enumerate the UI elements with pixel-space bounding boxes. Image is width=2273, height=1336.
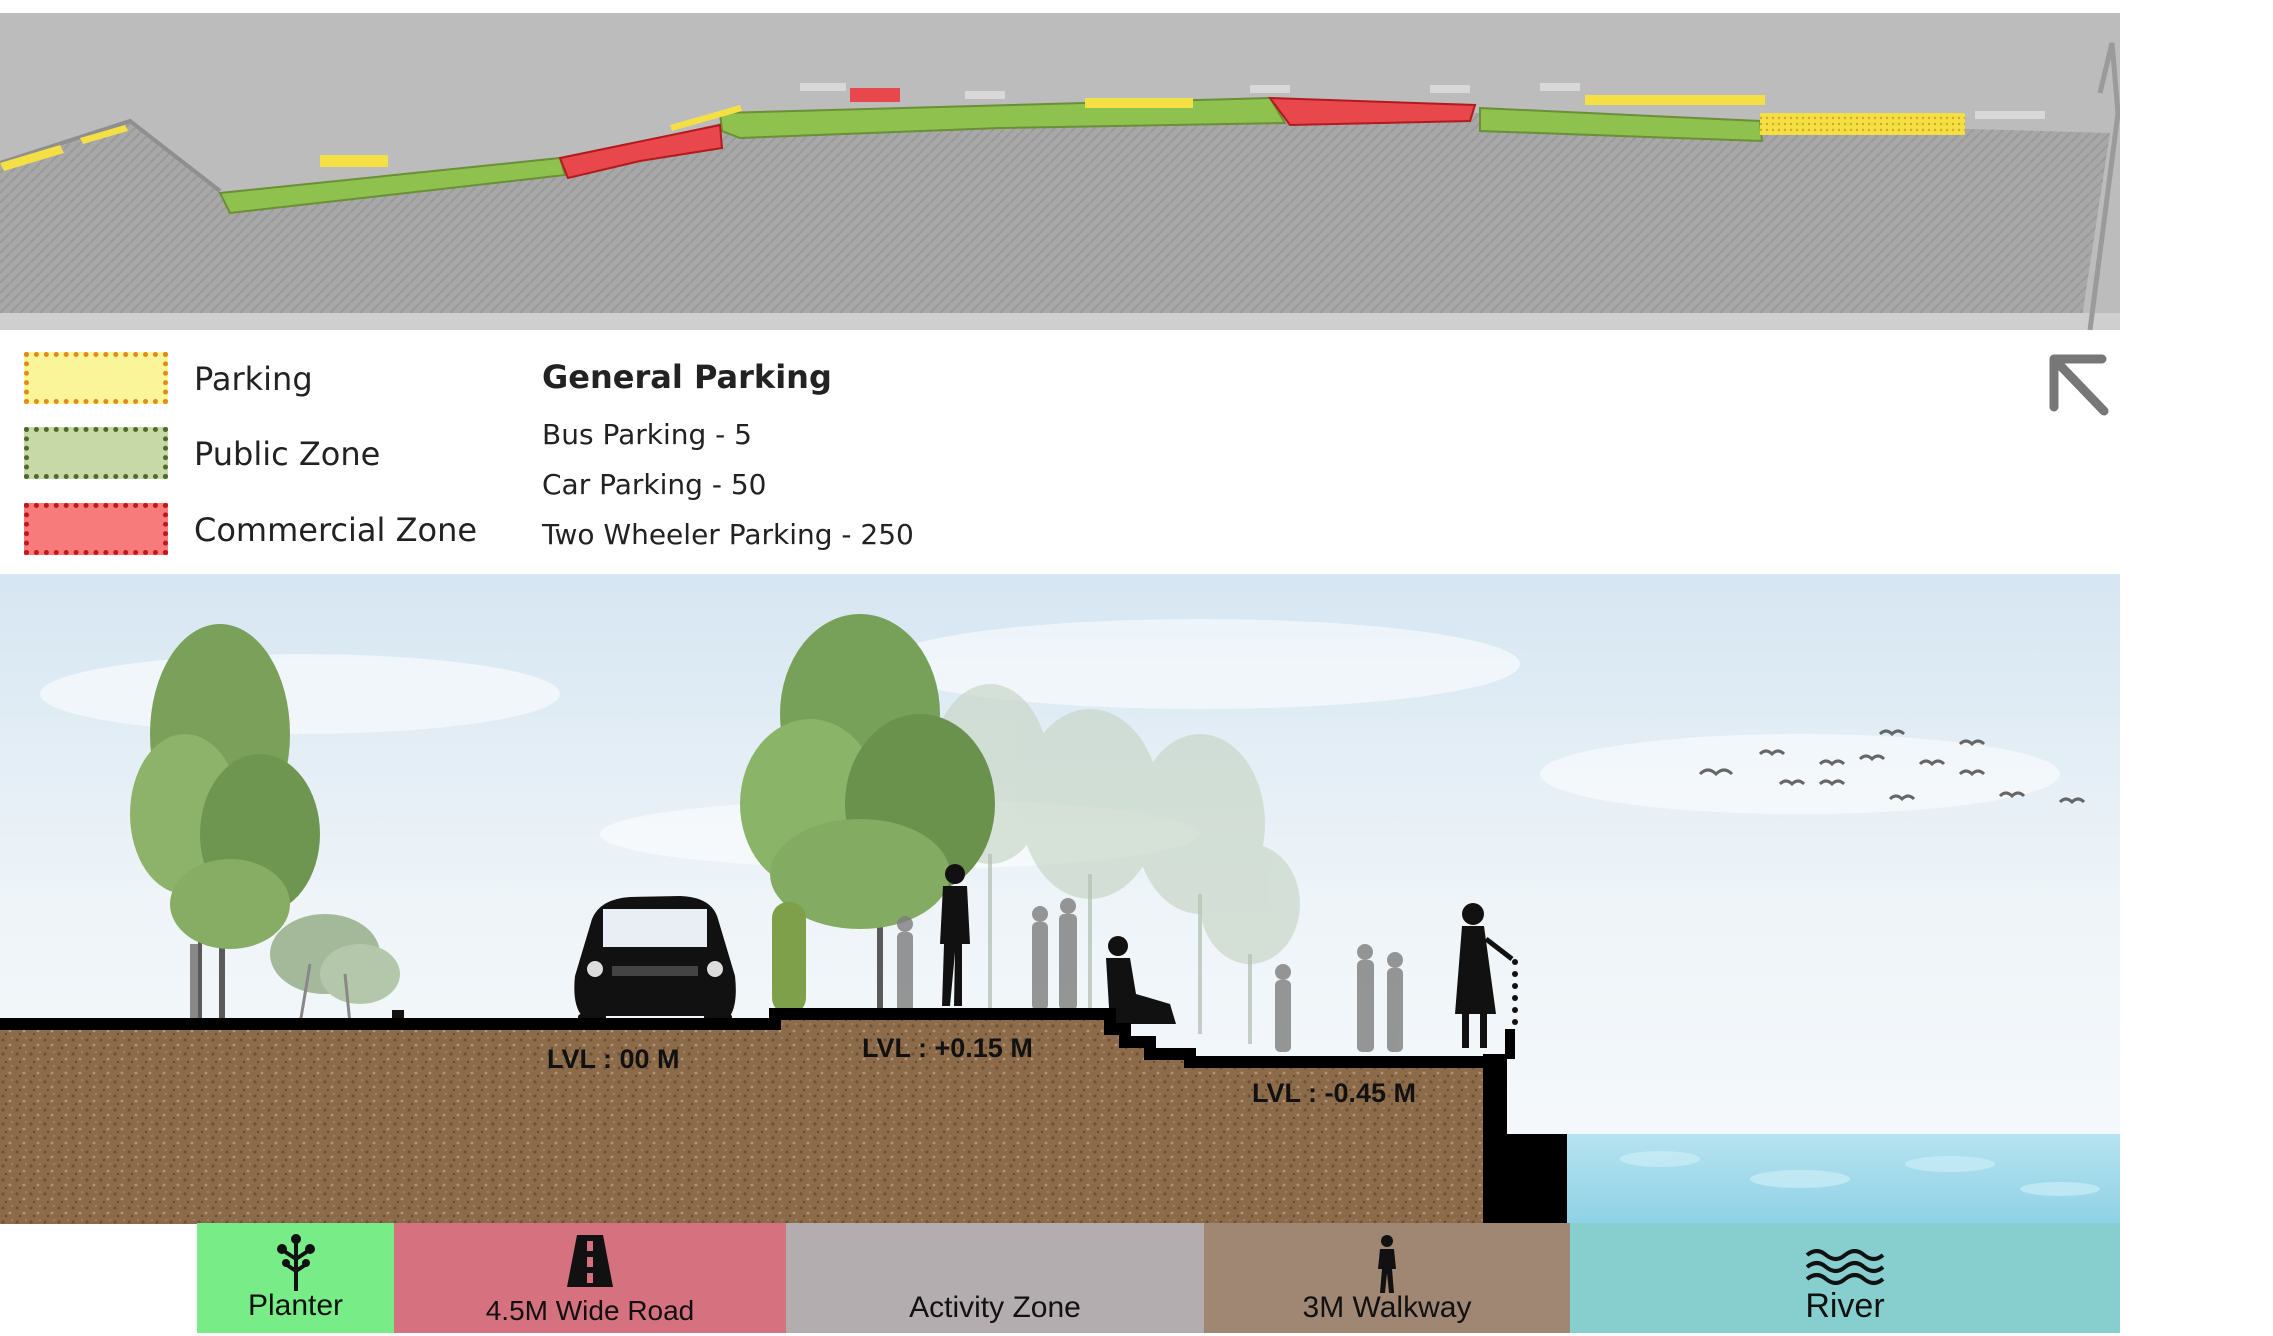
level-label-walkway: LVL : -0.45 M	[1252, 1078, 1416, 1108]
car-silhouette	[574, 896, 736, 1032]
parking-summary: General Parking Bus Parking - 5 Car Park…	[542, 358, 914, 568]
parking-swatch	[24, 352, 168, 404]
legend-public-zone: Public Zone	[24, 427, 504, 483]
tree-left	[130, 624, 320, 1024]
commercial-zone-swatch	[24, 503, 168, 555]
two-wheeler-parking-count: Two Wheeler Parking - 250	[542, 518, 914, 551]
cross-section-drawing: LVL : 00 M LVL : +0.15 M LVL : -0.45 M	[0, 574, 2120, 1224]
zone-label: Planter	[247, 1289, 344, 1322]
road-icon	[567, 1235, 613, 1292]
legend-label: Public Zone	[194, 435, 381, 473]
zone-label: River	[1805, 1287, 1885, 1325]
level-label-activity: LVL : +0.15 M	[862, 1033, 1033, 1063]
zone-river: River	[1570, 1223, 2120, 1333]
legend-parking: Parking	[24, 352, 504, 408]
zone-label: 4.5M Wide Road	[485, 1295, 695, 1326]
commercial-zone-areas	[558, 88, 1477, 180]
zone-road: 4.5M Wide Road	[394, 1223, 786, 1333]
pedestrian-icon	[1372, 1235, 1402, 1300]
cross-section: LVL : 00 M LVL : +0.15 M LVL : -0.45 M	[0, 574, 2120, 1224]
birds	[1698, 729, 2086, 805]
public-zone-swatch	[24, 427, 168, 479]
level-label-road: LVL : 00 M	[547, 1044, 680, 1074]
parking-summary-title: General Parking	[542, 358, 832, 396]
site-plan	[0, 13, 2120, 330]
legend-label: Commercial Zone	[194, 511, 478, 549]
tree-icon	[272, 1229, 320, 1296]
bus-parking-count: Bus Parking - 5	[542, 418, 752, 451]
waves-icon	[1805, 1249, 1885, 1290]
north-arrow-icon	[2040, 345, 2120, 430]
hedge	[772, 902, 806, 1014]
site-plan-drawing	[0, 13, 2120, 330]
car-parking-count: Car Parking - 50	[542, 468, 767, 501]
shrub-left	[270, 914, 400, 1025]
zone-walkway: 3M Walkway	[1204, 1223, 1570, 1333]
zone-label: Activity Zone	[909, 1291, 1081, 1324]
legend-label: Parking	[194, 360, 313, 398]
zone-activity: Activity Zone	[786, 1223, 1204, 1333]
tree-center	[740, 614, 995, 1014]
people-silhouettes	[897, 864, 1514, 1052]
parking-areas	[0, 95, 1965, 171]
soil	[0, 1014, 1483, 1224]
zone-planter: Planter	[197, 1223, 394, 1333]
legend-commercial-zone: Commercial Zone	[24, 503, 504, 559]
zone-label: 3M Walkway	[1302, 1291, 1472, 1324]
